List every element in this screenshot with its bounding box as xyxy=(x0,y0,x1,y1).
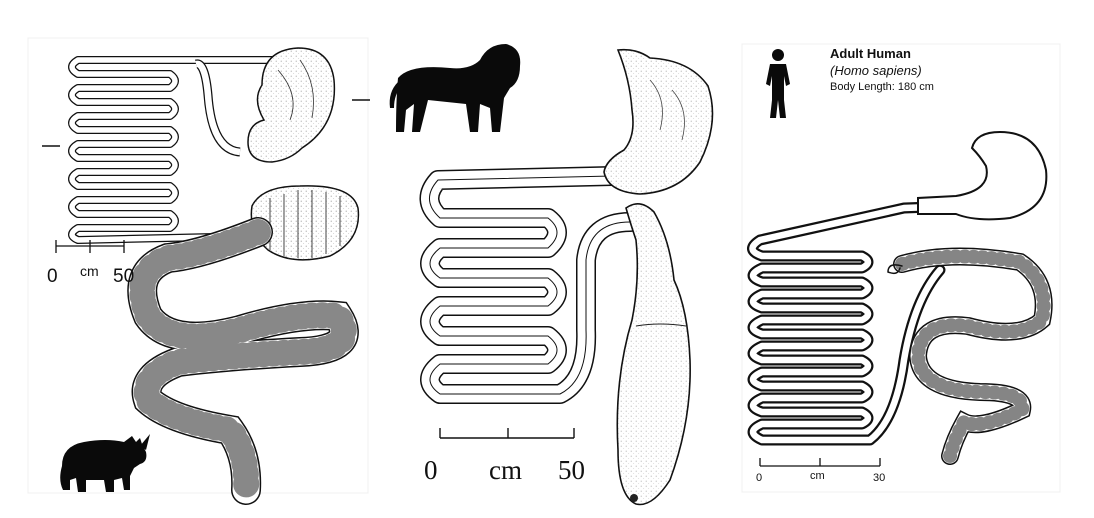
rhino-scale-end-label: 50 xyxy=(113,266,134,288)
human-species-name: (Homo sapiens) xyxy=(830,63,922,78)
rhino-stomach xyxy=(248,48,334,162)
lion-silhouette-icon xyxy=(390,44,521,132)
rhino-colon xyxy=(142,232,344,490)
lion-scale-unit-label: cm xyxy=(489,455,522,486)
human-scale-start-label: 0 xyxy=(756,472,762,484)
human-scale-unit-label: cm xyxy=(810,470,825,482)
human-scale-bar xyxy=(760,458,880,466)
lion-scale-start-label: 0 xyxy=(424,455,438,486)
rhino-silhouette-icon xyxy=(60,434,150,492)
human-colon xyxy=(888,256,1044,456)
human-title: Adult Human xyxy=(830,46,911,61)
human-stomach xyxy=(918,132,1046,219)
rhino-scale-start-label: 0 xyxy=(47,266,58,288)
rhino-scale-unit-label: cm xyxy=(80,263,99,279)
human-silhouette-icon xyxy=(766,49,790,118)
human-body-length: Body Length: 180 cm xyxy=(830,81,934,93)
lion-small-intestine xyxy=(429,176,630,394)
rhino-duodenum xyxy=(196,64,240,152)
lion-scale-end-label: 50 xyxy=(558,455,585,486)
lion-stomach xyxy=(604,50,713,194)
lion-scale-bar xyxy=(440,428,574,438)
lion-colon xyxy=(617,204,690,505)
human-scale-end-label: 30 xyxy=(873,472,885,484)
